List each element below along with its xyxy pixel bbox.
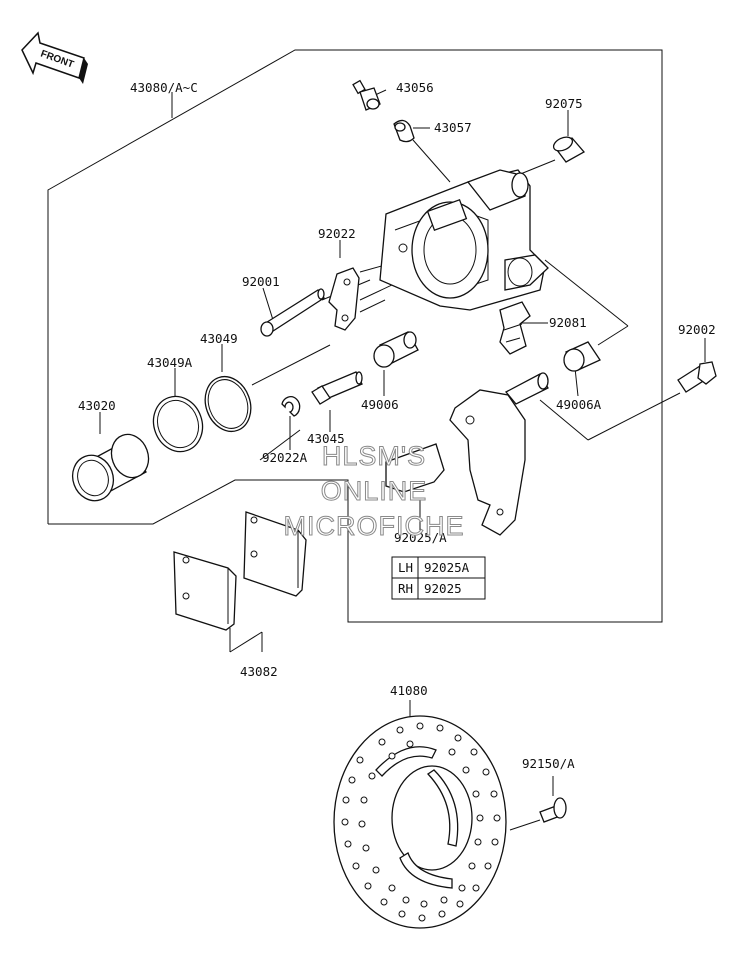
pin-43045 bbox=[311, 371, 363, 405]
brake-disc bbox=[333, 715, 507, 929]
label-92001: 92001 bbox=[242, 274, 280, 289]
label-92002: 92002 bbox=[678, 322, 716, 337]
table-part-rh: 92025 bbox=[424, 581, 462, 596]
piston-43020 bbox=[71, 433, 150, 502]
label-43049a: 43049A bbox=[147, 355, 193, 370]
table-part-lh: 92025A bbox=[424, 560, 470, 575]
pad-holder bbox=[385, 443, 445, 493]
label-43020: 43020 bbox=[78, 398, 116, 413]
table-side-rh: RH bbox=[398, 581, 413, 596]
label-49006: 49006 bbox=[361, 397, 399, 412]
label-92022a: 92022A bbox=[262, 450, 308, 465]
label-43057: 43057 bbox=[434, 120, 472, 135]
clip-92022a bbox=[281, 396, 301, 417]
plate-92022 bbox=[328, 267, 360, 331]
label-43049: 43049 bbox=[200, 331, 238, 346]
label-49006a: 49006A bbox=[556, 397, 602, 412]
seal-43049 bbox=[204, 375, 252, 433]
brake-pads bbox=[173, 511, 307, 631]
bleeder-cap bbox=[393, 119, 415, 143]
caliper-assembly-frame bbox=[47, 49, 663, 623]
watermark-line-1: HLSM'S bbox=[322, 441, 426, 471]
caliper-bracket bbox=[449, 372, 549, 536]
watermark: HLSM'S ONLINE MICROFICHE bbox=[283, 441, 465, 542]
watermark-line-3: MICROFICHE bbox=[284, 511, 465, 541]
boot-92075 bbox=[552, 136, 586, 163]
label-92075: 92075 bbox=[545, 96, 583, 111]
watermark-line-2: ONLINE bbox=[321, 476, 428, 506]
label-92150a: 92150/A bbox=[522, 756, 575, 771]
pin-92001 bbox=[260, 288, 325, 337]
part-labels: 43080/A~C 43056 43057 92075 92022 92001 … bbox=[78, 80, 716, 771]
sleeve-49006a bbox=[563, 341, 601, 372]
label-43082: 43082 bbox=[240, 664, 278, 679]
bolt-92002 bbox=[677, 361, 717, 393]
front-arrow-icon: FRONT bbox=[21, 31, 88, 84]
seal-43049a bbox=[152, 395, 204, 453]
seal-43049-inner bbox=[207, 379, 249, 429]
label-92081: 92081 bbox=[549, 315, 587, 330]
label-92022: 92022 bbox=[318, 226, 356, 241]
label-41080: 41080 bbox=[390, 683, 428, 698]
spring-92081 bbox=[499, 301, 531, 355]
seal-43049a-inner bbox=[156, 399, 200, 449]
label-43045: 43045 bbox=[307, 431, 345, 446]
caliper-body bbox=[379, 169, 549, 311]
side-table: LH 92025A RH 92025 bbox=[391, 556, 486, 600]
table-side-lh: LH bbox=[398, 560, 413, 575]
disc-bolt bbox=[539, 797, 567, 823]
bleeder-valve bbox=[352, 79, 381, 111]
label-43056: 43056 bbox=[396, 80, 434, 95]
label-92025a: 92025/A bbox=[394, 530, 447, 545]
label-43080: 43080/A~C bbox=[130, 80, 198, 95]
sleeve-49006 bbox=[373, 331, 419, 368]
